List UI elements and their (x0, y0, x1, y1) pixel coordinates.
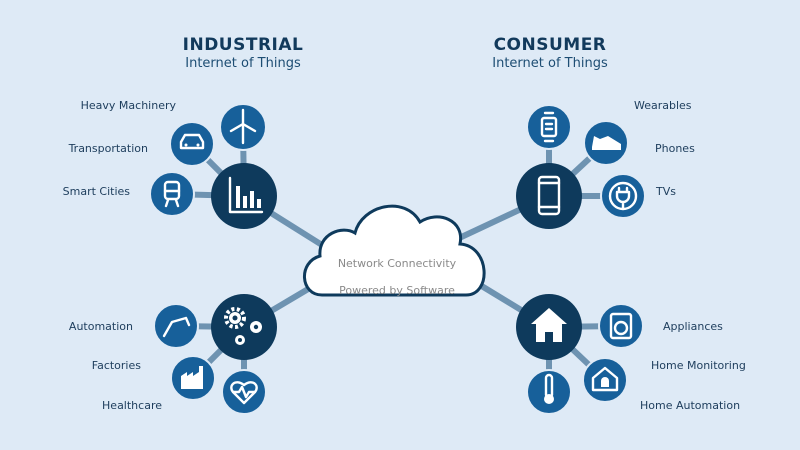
label-automation: Automation (69, 320, 133, 333)
thermostat-node (526, 369, 572, 415)
label-transportation: Transportation (68, 142, 148, 155)
train-icon (163, 180, 181, 208)
industrial-subtitle: Internet of Things (185, 56, 301, 71)
label-heavy-machinery: Heavy Machinery (81, 99, 177, 112)
label-phones: Phones (655, 142, 695, 155)
healthcare-node (221, 369, 267, 415)
label-healthcare: Healthcare (102, 399, 162, 412)
train-node (149, 171, 195, 217)
factory-icon (181, 366, 203, 389)
bar-chart-icon (228, 176, 264, 214)
industrial-hub-gears (211, 294, 277, 360)
washing-machine-icon (609, 312, 633, 340)
label-appliances: Appliances (663, 320, 723, 333)
appliance-node (598, 303, 644, 349)
cloud-line-2: Powered by Software (339, 284, 455, 297)
smartphone-icon (537, 175, 561, 216)
shoe-node (583, 120, 629, 166)
cloud: Network Connectivity Powered by Software (303, 204, 486, 297)
consumer-hub-home (516, 294, 582, 360)
consumer-subtitle: Internet of Things (492, 56, 608, 71)
gears-icon (224, 307, 262, 345)
smartwatch-icon (540, 111, 558, 143)
plug-icon (608, 181, 638, 211)
car-node (169, 121, 215, 167)
sneaker-icon (592, 136, 621, 150)
car-icon (179, 133, 205, 150)
label-smart-cities: Smart Cities (63, 185, 131, 198)
label-wearables: Wearables (634, 99, 692, 112)
label-home-monitoring: Home Monitoring (651, 359, 746, 372)
wearable-node (526, 104, 572, 150)
label-factories: Factories (92, 359, 141, 372)
consumer-title: CONSUMER (494, 35, 607, 55)
monitoring-node (582, 357, 628, 403)
house-icon (531, 308, 567, 342)
label-home-automation: Home Automation (640, 399, 740, 412)
tv-node (600, 173, 646, 219)
thermometer-icon (544, 373, 554, 404)
label-tvs: TVs (655, 185, 676, 198)
home-alarm-icon (591, 366, 619, 392)
factory-node (170, 355, 216, 401)
industrial-hub-chart (211, 163, 277, 229)
wind-turbine-node (219, 103, 267, 151)
industrial-title: INDUSTRIAL (183, 35, 304, 55)
cloud-line-1: Network Connectivity (338, 257, 457, 270)
heart-monitor-icon (230, 381, 258, 405)
wind-turbine-icon (229, 108, 257, 145)
robot-arm-icon (162, 316, 191, 338)
automation-node (153, 303, 199, 349)
consumer-hub-phone (516, 163, 582, 229)
